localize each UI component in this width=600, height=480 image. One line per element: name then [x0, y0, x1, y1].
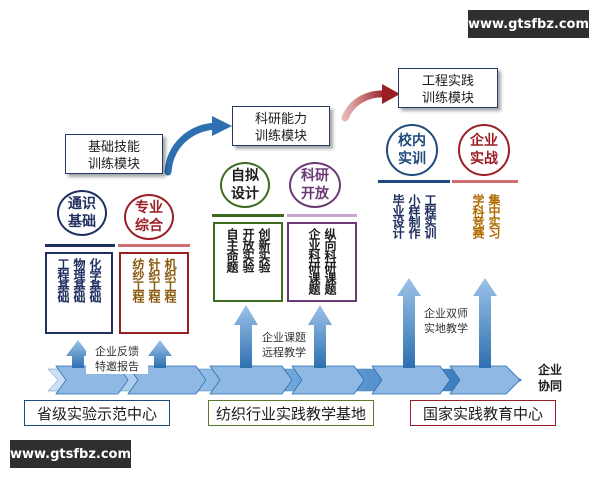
bar-tongshi — [45, 244, 115, 247]
box-qiye: 集中实习 学科竞赛 — [454, 190, 518, 270]
bar-keyan — [287, 214, 357, 217]
watermark-bottom: www.gtsfbz.com — [10, 440, 131, 468]
module-basic-line2: 训练模块 — [87, 157, 140, 172]
box-keyan-col1: 纵向科研课题 — [323, 228, 337, 294]
box-xiaonei-col3: 毕业设计 — [391, 194, 405, 238]
curve-arrow-blue-head — [212, 116, 232, 136]
oval-keyan: 科研开放 — [289, 162, 341, 208]
up-arrow-1 — [66, 340, 90, 368]
box-qiye-col2: 学科竞赛 — [471, 194, 485, 238]
note-dual: 企业双师实地教学 — [416, 306, 476, 336]
box-keyan: 纵向科研课题 企业科研课题 — [287, 222, 357, 302]
oval-zini: 自拟设计 — [220, 162, 270, 208]
module-engineering: 工程实践 训练模块 — [398, 68, 498, 108]
box-zini: 创新实验 开放实验 自主命题 — [213, 222, 283, 302]
curve-arrow-blue — [164, 122, 219, 176]
oval-tongshi: 通识基础 — [57, 190, 107, 236]
base-chevron-4 — [291, 365, 365, 395]
box-zhuanye: 机织工程 针织工程 纺纱工程 — [119, 252, 189, 334]
module-research: 科研能力 训练模块 — [232, 106, 330, 146]
bar-qiye — [452, 180, 518, 183]
module-basic: 基础技能 训练模块 — [65, 134, 163, 174]
box-zini-col2: 开放实验 — [241, 228, 255, 272]
base-chevron-3 — [209, 365, 293, 395]
up-arrow-3 — [234, 305, 258, 368]
box-zhuanye-col2: 针织工程 — [147, 258, 161, 302]
up-arrow-2 — [148, 340, 172, 368]
box-qiye-col1: 集中实习 — [487, 194, 501, 238]
box-zhuanye-col3: 纺纱工程 — [131, 258, 145, 302]
base-chevron-5 — [371, 365, 451, 395]
module-research-line2: 训练模块 — [254, 129, 307, 144]
module-basic-line1: 基础技能 — [87, 140, 140, 155]
watermark-top: www.gtsfbz.com — [468, 10, 589, 38]
up-arrow-4 — [308, 305, 332, 368]
curve-arrow-red — [341, 90, 389, 122]
box-xiaonei-col1: 工程实训 — [423, 194, 437, 238]
note-remote: 企业课题远程教学 — [256, 330, 312, 360]
up-arrow-6 — [473, 278, 497, 368]
box-zini-col1: 创新实验 — [257, 228, 271, 272]
box-keyan-col2: 企业科研课题 — [307, 228, 321, 294]
box-tongshi-col3: 工程基础 — [56, 258, 70, 302]
base-provincial: 省级实验示范中心 — [24, 400, 170, 426]
oval-xiaonei: 校内实训 — [386, 124, 438, 176]
module-engineering-line1: 工程实践 — [421, 74, 474, 89]
bar-zhuanye — [118, 244, 190, 247]
base-chevron-6 — [449, 365, 521, 395]
module-engineering-line2: 训练模块 — [421, 91, 474, 106]
base-national: 国家实践教育中心 — [410, 400, 556, 426]
box-tongshi-col2: 物理基础 — [72, 258, 86, 302]
box-xiaonei: 工程实训 小样制作 毕业设计 — [380, 190, 448, 270]
note-feedback: 企业反馈特邀报告 — [86, 344, 148, 374]
bar-xiaonei — [378, 180, 450, 183]
box-tongshi-col1: 化学基础 — [88, 258, 102, 302]
base-industry: 纺织行业实践教学基地 — [208, 400, 374, 426]
curve-arrow-red-head — [382, 84, 400, 104]
module-research-line1: 科研能力 — [254, 112, 307, 127]
oval-zhuanye: 专业综合 — [124, 194, 174, 240]
box-zhuanye-col1: 机织工程 — [163, 258, 177, 302]
box-xiaonei-col2: 小样制作 — [407, 194, 421, 238]
box-zini-col3: 自主命题 — [225, 228, 239, 272]
box-tongshi: 化学基础 物理基础 工程基础 — [45, 252, 113, 334]
bar-zini — [212, 214, 284, 217]
up-arrow-5 — [397, 278, 421, 368]
note-coop: 企业协同 — [537, 363, 562, 393]
oval-qiye: 企业实战 — [458, 124, 510, 176]
